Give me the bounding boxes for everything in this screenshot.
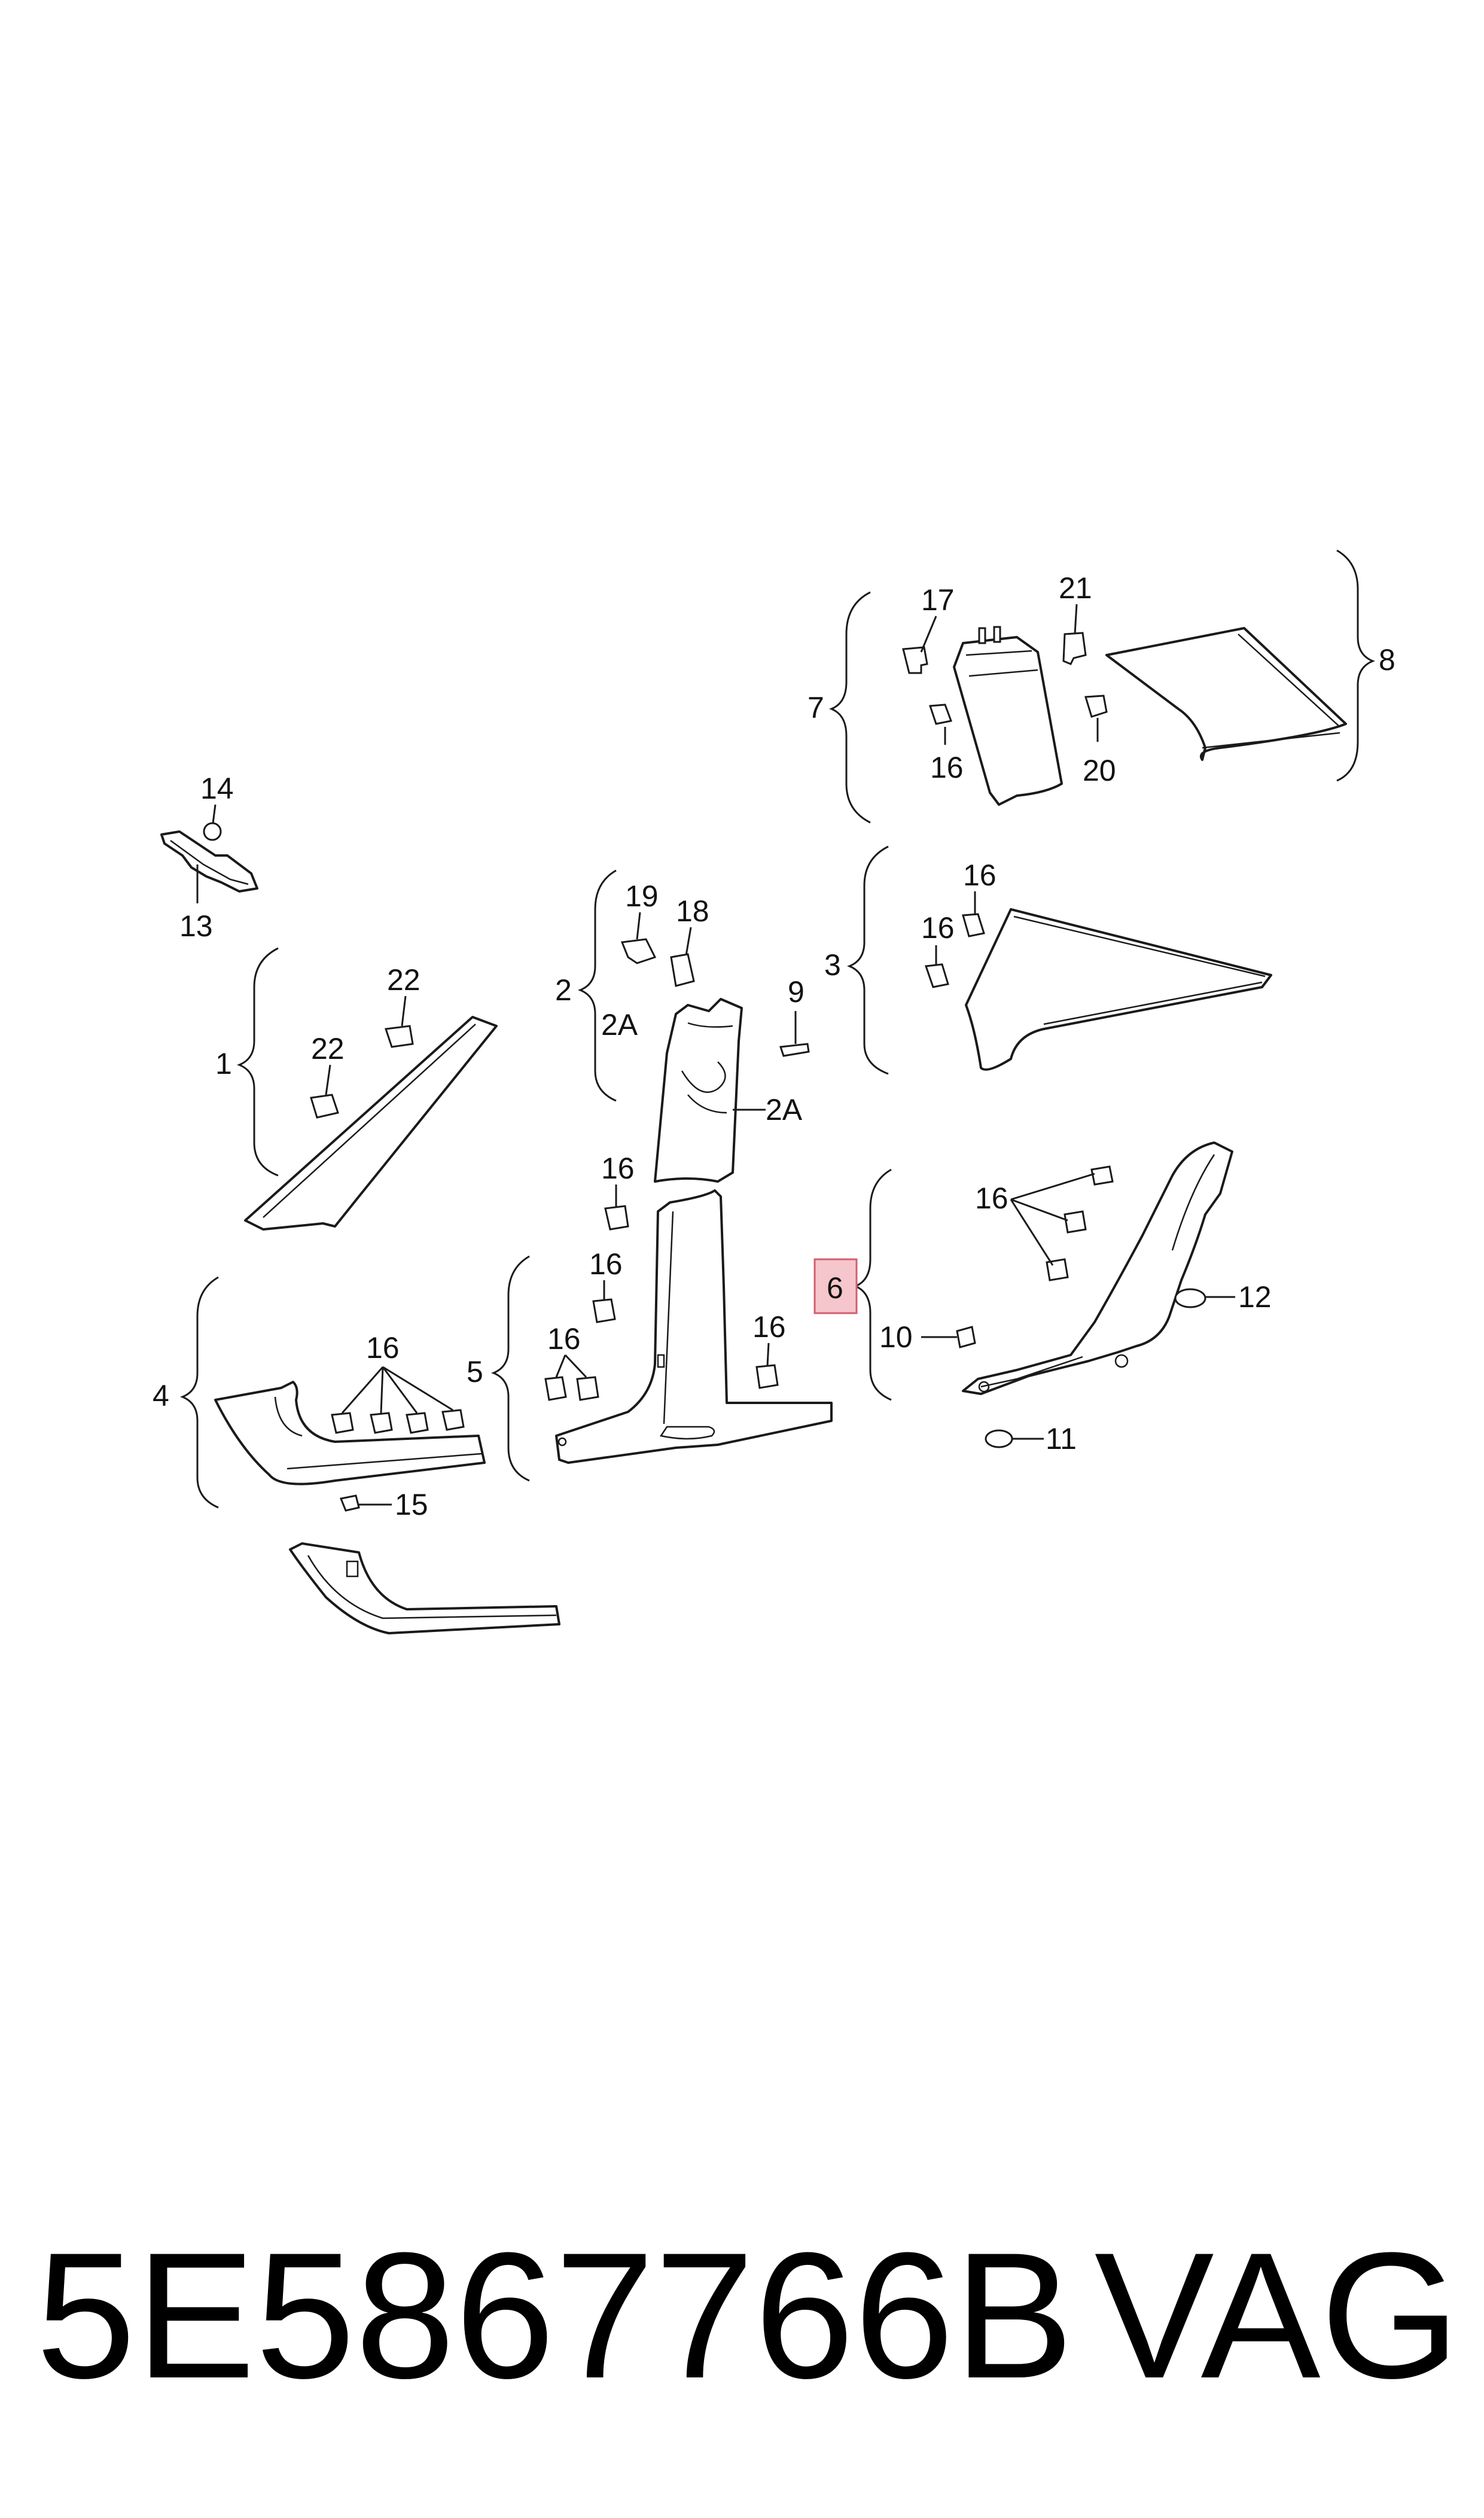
callout-3: 3 <box>824 948 841 982</box>
clip-16-group7 <box>928 704 953 745</box>
trim-3 <box>965 908 1272 1071</box>
bracket-7 <box>828 591 871 824</box>
bracket-8 <box>1336 549 1376 782</box>
clip-16-g5a <box>604 1185 629 1231</box>
callout-16-g5d: 16 <box>752 1310 786 1344</box>
callout-4: 4 <box>153 1379 169 1412</box>
callout-20: 20 <box>1083 754 1116 787</box>
bracket-3 <box>846 845 889 1075</box>
clip-20 <box>1084 695 1108 742</box>
pillar-trim-7 <box>953 626 1063 806</box>
callout-6-highlight <box>813 1258 858 1314</box>
sill-trim-4 <box>214 1381 486 1485</box>
callout-14: 14 <box>200 772 234 805</box>
callout-5: 5 <box>467 1355 483 1389</box>
callout-9: 9 <box>788 975 805 1009</box>
callout-7: 7 <box>807 691 824 724</box>
clip-16-g5c <box>544 1354 599 1401</box>
trim-8 <box>1105 627 1347 761</box>
bracket-2 <box>577 869 617 1102</box>
callout-16-g5a: 16 <box>601 1152 635 1185</box>
callout-16-g5c: 16 <box>547 1322 581 1356</box>
bracket-13-part <box>160 830 258 903</box>
clip-22-a <box>384 995 414 1048</box>
brand: VAG <box>1094 2215 1460 2416</box>
clip-16-g3b <box>924 945 949 988</box>
callout-16-g3b: 16 <box>921 911 955 945</box>
callout-22-b: 22 <box>311 1032 345 1065</box>
callout-19: 19 <box>625 879 659 913</box>
callout-16-g4: 16 <box>366 1331 400 1365</box>
c-pillar-trim-6 <box>962 1141 1233 1395</box>
callout-13: 13 <box>179 909 213 943</box>
bracket-5 <box>490 1255 530 1482</box>
clip-17 <box>902 616 937 674</box>
callout-16-g7: 16 <box>930 751 964 784</box>
part-9 <box>779 1011 810 1057</box>
callout-17: 17 <box>921 583 955 617</box>
clip-21 <box>1062 604 1087 665</box>
callout-2a-top: 2A <box>601 1008 638 1042</box>
clip-16-g5b <box>592 1280 616 1323</box>
b-pillar-lower-trim-5 <box>555 1189 833 1464</box>
callout-16-g6: 16 <box>975 1182 1008 1215</box>
callout-22-a: 22 <box>387 963 420 997</box>
callout-16-g5b: 16 <box>589 1247 623 1281</box>
footer: 5E5867766B VAG <box>0 2225 1484 2405</box>
callout-10: 10 <box>879 1320 913 1354</box>
screw-19 <box>620 912 657 964</box>
a-pillar-trim-1 <box>244 1016 498 1231</box>
clips-16-g6 <box>1010 1165 1114 1281</box>
sill-trim-lower <box>289 1542 560 1634</box>
callout-15: 15 <box>395 1488 428 1521</box>
callout-2: 2 <box>555 973 572 1007</box>
clip-22-b <box>310 1064 339 1119</box>
bracket-6 <box>852 1168 892 1401</box>
clip-12 <box>1174 1288 1235 1308</box>
bracket-1 <box>236 947 279 1177</box>
screw-14 <box>203 804 222 841</box>
callout-2a-side: 2A <box>766 1093 803 1126</box>
callout-16-g3a: 16 <box>963 858 997 892</box>
part-number: 5E5867766B <box>36 2215 1074 2416</box>
clip-15 <box>339 1494 392 1512</box>
callout-21: 21 <box>1059 571 1092 605</box>
callout-11: 11 <box>1046 1422 1077 1456</box>
callout-1: 1 <box>215 1047 232 1080</box>
callout-6: 6 <box>827 1271 843 1305</box>
clips-16-g4 <box>331 1366 465 1434</box>
callout-18: 18 <box>676 894 709 928</box>
callout-12: 12 <box>1238 1280 1272 1314</box>
clip-11 <box>985 1429 1044 1448</box>
b-pillar-upper-trim-2a <box>654 998 766 1183</box>
callout-8: 8 <box>1379 643 1395 677</box>
clip-16-g3a <box>962 891 985 937</box>
bracket-4 <box>179 1276 219 1509</box>
screw-10 <box>921 1326 976 1348</box>
clip-16-g5d <box>755 1342 779 1389</box>
clip-18 <box>670 927 695 987</box>
